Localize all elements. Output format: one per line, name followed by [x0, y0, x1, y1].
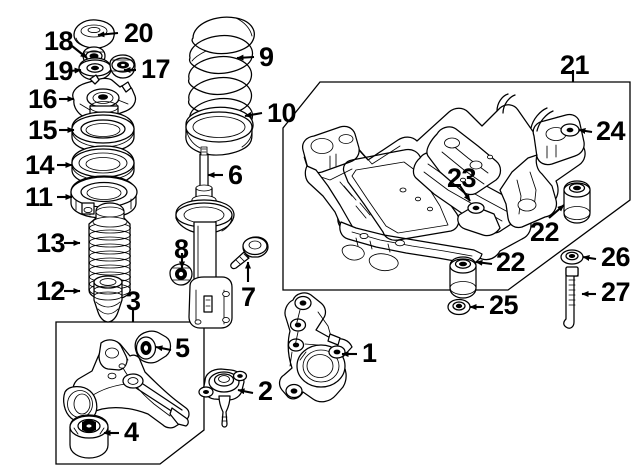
strut-bracket-bolt-art — [230, 236, 269, 270]
lower-ball-joint-art — [198, 368, 248, 428]
callout-label-18: 18 — [44, 26, 74, 56]
subframe-group-box — [282, 81, 631, 291]
strut-rod-washer-art — [78, 57, 112, 81]
control-arm-group-box — [55, 321, 205, 465]
callout-label-6: 6 — [228, 160, 243, 190]
bump-stop-art — [93, 275, 123, 323]
callout-label-16: 16 — [28, 84, 58, 114]
callout-label-24: 24 — [596, 116, 626, 146]
callout-label-3: 3 — [126, 286, 141, 316]
callout-label-23: 23 — [447, 163, 477, 193]
callout-label-12: 12 — [36, 276, 66, 306]
subframe-bolt-art — [563, 266, 579, 329]
strut-mount-nut-art — [109, 54, 136, 79]
callout-label-22-rear: 22 — [530, 217, 560, 247]
callout-label-20: 20 — [124, 18, 154, 48]
callout-label-13: 13 — [36, 228, 66, 258]
subframe-washer-art — [560, 123, 580, 137]
subframe-plug-art — [467, 202, 485, 214]
callout-label-27: 27 — [601, 277, 631, 307]
callout-label-9: 9 — [259, 42, 274, 72]
callout-leaders — [57, 31, 597, 436]
callout-label-25: 25 — [489, 290, 519, 320]
control-arm-front-bushing-art — [69, 414, 109, 459]
callout-label-11: 11 — [25, 182, 53, 212]
callout-label-26: 26 — [601, 242, 631, 272]
control-arm-rear-bushing-art — [134, 330, 172, 364]
subframe-bushing-rear-art — [563, 180, 591, 224]
subframe-bolt-washer-art — [560, 249, 584, 265]
strut-assembly-art — [175, 146, 235, 329]
dust-boot-art — [88, 202, 131, 301]
steering-knuckle-art — [278, 292, 353, 403]
callout-label-22-front: 22 — [496, 247, 526, 277]
callout-label-2: 2 — [258, 376, 273, 406]
lower-control-arm-art — [63, 339, 190, 429]
callout-label-4: 4 — [124, 417, 139, 447]
strut-bolt-nut-art — [169, 263, 193, 286]
callout-label-7: 7 — [241, 282, 256, 312]
callout-label-14: 14 — [25, 150, 55, 180]
callout-label-10: 10 — [267, 98, 297, 128]
front-subframe-crossmember-art — [301, 93, 586, 272]
strut-bearing-art — [71, 111, 135, 153]
subframe-washer-lower-art — [447, 298, 471, 316]
lower-spring-seat-art — [185, 106, 254, 156]
callout-label-21: 21 — [560, 50, 590, 80]
callout-label-5: 5 — [175, 333, 190, 363]
callout-label-17: 17 — [141, 54, 171, 84]
callout-label-15: 15 — [28, 115, 58, 145]
callout-label-8: 8 — [174, 234, 189, 264]
callout-label-1: 1 — [362, 338, 377, 368]
callout-label-19: 19 — [44, 56, 74, 86]
subframe-bushing-front-art — [449, 256, 477, 299]
